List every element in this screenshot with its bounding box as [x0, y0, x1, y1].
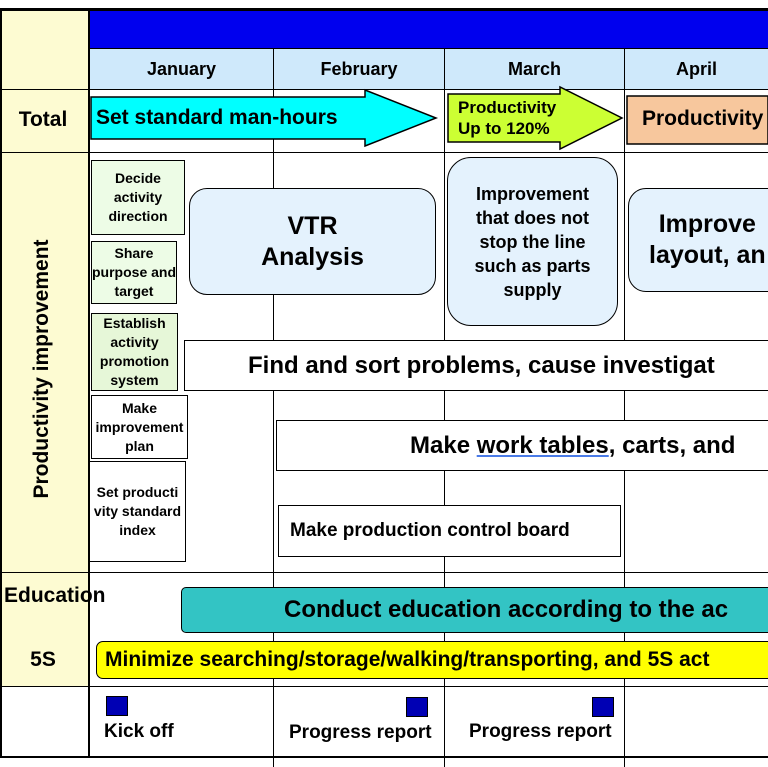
education-bar: Conduct education according to the ac [181, 587, 768, 633]
month-february: February [274, 49, 444, 89]
grid-line [0, 572, 768, 573]
arrow-standard-manhours-label: Set standard man-hours [96, 106, 338, 129]
task-vtr-analysis: VTR Analysis [189, 188, 436, 295]
step-share-purpose: Share purpose and target [91, 241, 177, 304]
arrow-productivity-april-label: Productivity [642, 107, 764, 130]
grid-line [90, 48, 768, 49]
task-work-tables: Make work tables , carts, and [276, 420, 768, 471]
month-march: March [445, 49, 624, 89]
step-decide-direction: Decide activity direction [91, 160, 185, 235]
task-work-tables-prefix: Make [410, 431, 477, 459]
grid-line [0, 686, 768, 687]
grid-line [624, 48, 625, 767]
milestone-progress-march: Progress report [469, 721, 612, 742]
month-april: April [625, 49, 768, 89]
task-control-board: Make production control board [278, 505, 621, 557]
progress-marker-icon [592, 697, 614, 717]
task-line-improvement: Improvement that does not stop the line … [447, 157, 618, 326]
step-standard-index: Set producti vity standard index [89, 461, 186, 562]
milestone-kickoff: Kick off [104, 721, 174, 742]
total-arrows-svg [90, 85, 768, 151]
arrow-standard-manhours [90, 88, 439, 148]
grid-line [0, 89, 768, 90]
progress-marker-icon [406, 697, 428, 717]
step-promotion-system: Establish activity promotion system [91, 313, 178, 391]
milestone-progress-february: Progress report [289, 722, 432, 743]
arrow-productivity-120-label: Productivity Up to 120% [458, 98, 557, 138]
task-layout-improvement: Improve layout, an [628, 188, 768, 292]
task-work-tables-underlined: work tables [476, 431, 609, 459]
arrow-productivity-120 [447, 85, 624, 151]
grid-line [0, 8, 768, 11]
row-label-5s: 5S [30, 648, 56, 671]
grid-line [88, 8, 90, 758]
header-banner [90, 10, 768, 48]
step-improvement-plan: Make improvement plan [91, 395, 188, 459]
arrow-productivity-april [626, 95, 768, 145]
task-work-tables-suffix: , carts, and [608, 431, 736, 459]
grid-line [0, 152, 768, 153]
grid-line [0, 756, 768, 758]
grid-line [444, 48, 445, 767]
task-find-sort-problems: Find and sort problems, cause investigat [184, 340, 768, 391]
left-column [0, 10, 88, 686]
five-s-bar: Minimize searching/storage/walking/trans… [96, 641, 768, 679]
row-label-productivity: Productivity improvement [30, 239, 53, 499]
row-label-total: Total [18, 108, 68, 131]
row-label-education: Education [4, 584, 106, 607]
grid-line [273, 48, 274, 767]
kickoff-marker-icon [106, 696, 128, 716]
month-january: January [90, 49, 273, 89]
grid-line [0, 8, 2, 758]
